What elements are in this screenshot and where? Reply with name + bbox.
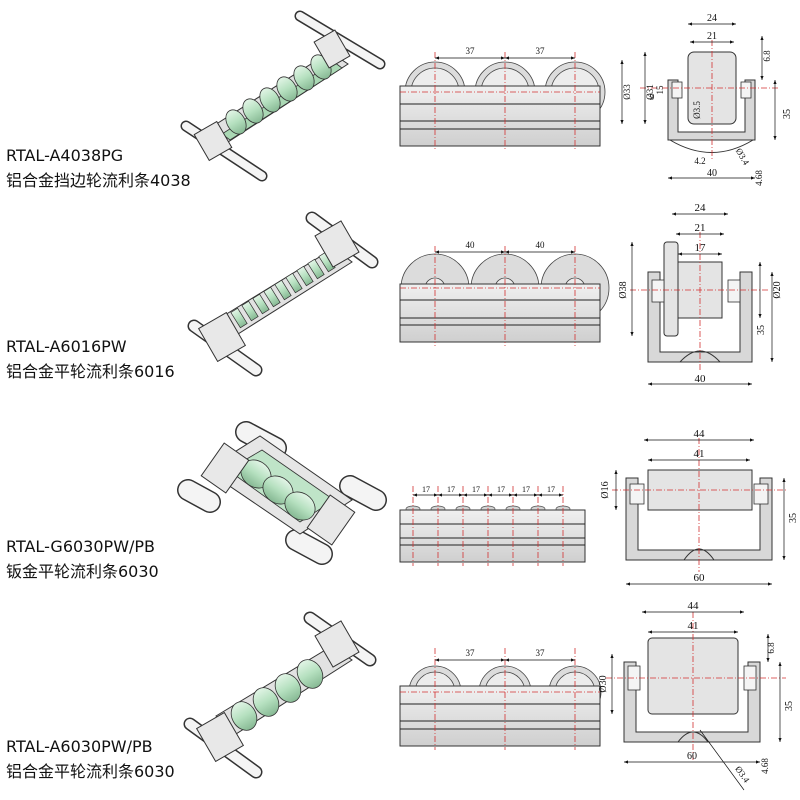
dim-width: 24 — [707, 13, 717, 24]
pitch-dim: 17 — [522, 485, 530, 494]
dim-h1: 6.8 — [766, 642, 776, 654]
product-code-1: RTAL-A4038PG — [6, 146, 124, 165]
dim-wheel: 17 — [695, 242, 707, 254]
dim-hole: Ø3.4 — [733, 764, 752, 785]
dim-dia-outer: Ø33 — [622, 84, 632, 100]
section-view-3: 44 41 60 Ø16 35 — [600, 428, 799, 586]
dim-inner: 41 — [694, 448, 705, 460]
iso-view-3 — [177, 421, 387, 565]
dim-base: 60 — [687, 751, 697, 762]
product-code-4: RTAL-A6030PW/PB — [6, 737, 153, 756]
dim-width: 44 — [694, 428, 706, 440]
dim-width: 24 — [695, 202, 707, 214]
dim-height: 35 — [756, 325, 767, 335]
iso-view-1 — [180, 10, 386, 182]
dim-slot: 4.2 — [694, 156, 705, 166]
pitch-dim: 37 — [536, 46, 546, 56]
product-desc-2: 铝合金平轮流利条6016 — [6, 362, 175, 381]
dim-foot: 4.68 — [754, 170, 764, 186]
dim-h15: 15 — [655, 85, 665, 95]
side-view-3: 17 17 17 17 17 17 — [399, 485, 586, 566]
dim-base: 40 — [707, 168, 717, 179]
pitch-dim: 17 — [497, 485, 505, 494]
dim-base: 40 — [695, 373, 707, 385]
dim-height: 35 — [782, 109, 793, 119]
dim-inner: 21 — [707, 31, 717, 42]
pitch-dim: 37 — [466, 648, 476, 658]
section-view-4: 44 41 60 Ø30 6.8 35 4.68 Ø3.4 — [598, 600, 795, 791]
dim-bore: Ø3.5 — [692, 101, 702, 119]
dim-base: 60 — [694, 572, 706, 584]
pitch-dim: 37 — [536, 648, 546, 658]
dim-dia: Ø30 — [598, 675, 609, 692]
iso-view-4 — [183, 611, 377, 779]
dim-dia-outer: Ø38 — [618, 281, 629, 298]
pitch-dim: 17 — [422, 485, 430, 494]
pitch-dim: 17 — [472, 485, 480, 494]
dim-foot: 4.68 — [760, 758, 770, 774]
dim-inner: 41 — [688, 620, 699, 632]
pitch-dim: 17 — [547, 485, 555, 494]
pitch-dim: 40 — [536, 240, 546, 250]
product-desc-3: 钣金平轮流利条6030 — [6, 562, 159, 581]
section-view-2: 24 21 17 40 Ø38 Ø20 35 — [618, 202, 783, 386]
dim-width: 44 — [688, 600, 700, 612]
section-view-1: 24 21 40 35 6.8 Ø31 Ø33 15 9 Ø3.5 4.2 Ø3… — [620, 13, 793, 186]
product-code-2: RTAL-A6016PW — [6, 337, 127, 356]
dim-hole: Ø3.4 — [734, 146, 752, 167]
product-desc-4: 铝合金平轮流利条6030 — [6, 762, 175, 781]
side-view-1: 37 37 — [399, 46, 606, 150]
side-view-2: 40 40 — [399, 240, 610, 346]
pitch-dim: 37 — [466, 46, 476, 56]
product-desc-1: 铝合金挡边轮流利条4038 — [6, 171, 191, 190]
dim-inner: 21 — [695, 222, 706, 234]
dim-dia-inner: Ø20 — [772, 281, 783, 298]
dim-dia: Ø16 — [600, 481, 611, 498]
dim-h9: 9 — [650, 92, 655, 102]
dim-height: 35 — [784, 701, 795, 711]
side-view-4: 37 37 — [399, 648, 602, 750]
dim-height: 35 — [788, 513, 799, 523]
pitch-dim: 40 — [466, 240, 476, 250]
dim-dia-mid: Ø31 — [645, 84, 655, 100]
dim-h1: 6.8 — [762, 50, 772, 62]
product-code-3: RTAL-G6030PW/PB — [6, 537, 156, 556]
iso-view-2 — [187, 211, 379, 377]
pitch-dim: 17 — [447, 485, 455, 494]
